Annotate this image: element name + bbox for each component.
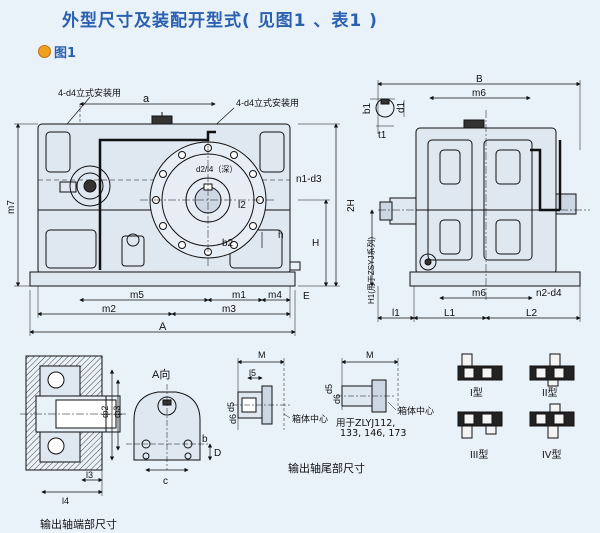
dim-a-label: a [143,93,150,105]
tail-b-used-for-1: 用于ZLYJ112, [336,418,396,429]
dim-E-label: E [303,291,310,302]
dim-A-label: A [159,321,167,333]
type-II-label: II型 [542,386,558,399]
dim-B-label: B [476,74,483,85]
tail-a-note: 箱体中心 [292,413,328,424]
dim-c-label: c [163,476,168,487]
bolt-hole [159,222,167,230]
bolt-hole [249,222,257,230]
tail-b-used-for-2: 133, 146, 173 [340,428,407,439]
dim-m7-label: m7 [6,200,17,214]
bolt-hole [249,170,257,178]
types-labels: I型 II型 III型 IV型 [470,386,561,461]
side-view-labels: B m6 m6 b1 d1 t1 H1(用于ZSYJ系列) n2-d4 l1 L… [362,74,562,319]
dim-d2h4-label: d2/l4（深） [196,165,237,174]
type-III-label: III型 [470,448,488,461]
output-end-section [20,355,126,496]
bolt-hole [230,241,238,249]
a-view-title: A向 [152,367,170,381]
front-view [14,96,340,336]
dim-m3-label: m3 [222,304,236,315]
output-end-labels: ф2 ф3 l4 l3 [62,406,122,506]
dim-d1-label: d1 [396,101,407,113]
tail-a-dim-l5-label: l5 [249,368,256,378]
tail-b-dim-d5-label: d5 [324,384,334,394]
tail-a [232,358,291,430]
tail-a-dim-d6-label: d6 [228,414,238,424]
dim-H1-label: H1(用于ZSYJ系列) [366,237,376,304]
dim-phi3-label: ф3 [112,406,122,418]
dim-h-label: h [278,230,284,241]
types [457,353,575,439]
dim-l2-label: l2 [238,200,246,211]
dim-phi2-label: ф2 [100,406,110,418]
bolt-hole [178,151,186,159]
dim-m4-label: m4 [268,290,282,301]
tail-b-dim-M-label: M [366,350,374,360]
dim-m6-bottom-label: m6 [472,288,486,299]
figure-label: 图1 [38,42,76,61]
dim-n1d3-label: n1-d3 [296,174,322,185]
dim-l4-label: l4 [62,496,69,506]
tail-b-dim-d6-label: d6 [332,394,342,404]
bolt-hole [230,151,238,159]
side-view [369,80,590,322]
dim-b1-label: b1 [362,102,373,114]
dim-l3-label: l3 [86,470,93,480]
tail-b [336,358,399,414]
type-IV-label: IV型 [542,448,561,461]
dim-D-label: D [214,448,221,459]
tail-b-note: 箱体中心 [398,405,434,416]
dim-L2-label: L2 [526,308,538,319]
tail-a-labels: M l5 d5 d6 箱体中心 [226,350,328,424]
a-view-labels: A向 D b c [152,367,221,487]
dim-m5-label: m5 [130,290,144,301]
front-note-left: 4-d4立式安装用 [58,87,121,98]
tail-a-dim-M-label: M [258,350,266,360]
dim-m2-label: m2 [102,304,116,315]
dim-t1-label: t1 [378,130,387,141]
dim-m6-top-label: m6 [472,88,486,99]
figure-label-text: 图1 [54,46,77,61]
bullet-icon [38,45,51,58]
dim-m1-label: m1 [232,290,246,301]
bolt-hole [159,170,167,178]
dim-L1-label: L1 [444,308,456,319]
dim-2H-label: 2H [346,199,357,212]
front-view-labels: 4-d4立式安装用 4-d4立式安装用 a m7 2H H E h b2 l2 … [6,87,357,333]
dim-l1-label: l1 [392,308,400,319]
dim-n2d4-label: n2-d4 [536,288,562,299]
dim-b-label: b [202,434,208,445]
bolt-hole [178,241,186,249]
page-title: 外型尺寸及装配开型式( 见图1 、表1 ) [62,11,378,31]
front-note-right: 4-d4立式安装用 [236,97,299,108]
output-end-caption: 输出轴端部尺寸 [40,518,117,531]
tail-caption: 输出轴尾部尺寸 [288,462,365,475]
dim-b2-label: b2 [222,238,234,249]
tail-b-labels: M d5 d6 箱体中心 [324,350,434,416]
tail-a-dim-d5-label: d5 [226,402,236,412]
type-I-label: I型 [470,386,483,399]
dim-H-label: H [312,238,319,249]
a-view [126,384,213,473]
